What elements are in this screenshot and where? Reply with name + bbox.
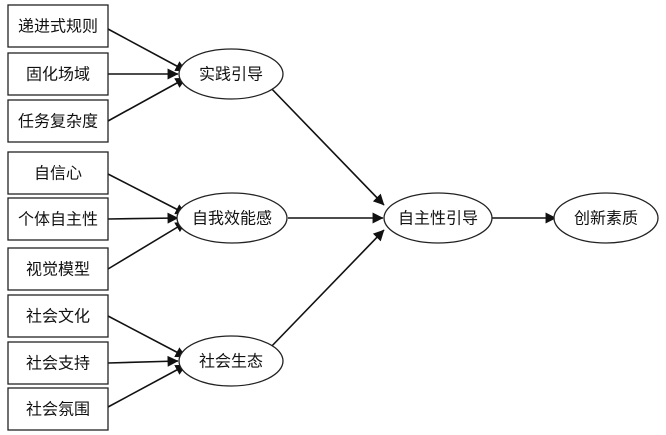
factor-label: 固化场域 <box>26 65 90 84</box>
factor-node: 固化场域 <box>7 52 109 96</box>
factor-label: 社会支持 <box>26 354 90 373</box>
factor-column: 递进式规则 固化场域 任务复杂度 自信心 个体自主性 视觉模型 社会文化 <box>7 4 109 431</box>
mediator-column: 实践引导 自我效能感 社会生态 <box>176 48 288 387</box>
edge-f5-m2 <box>107 212 179 224</box>
factor-label: 任务复杂度 <box>18 112 98 131</box>
factor-node: 视觉模型 <box>7 247 109 291</box>
mediator-node: 实践引导 <box>178 48 284 100</box>
edge-m1-c1 <box>267 84 385 206</box>
outcome-label: 创新素质 <box>574 209 638 228</box>
mediator-node: 自我效能感 <box>176 192 288 244</box>
factor-label: 自信心 <box>34 164 82 183</box>
factor-node: 任务复杂度 <box>7 99 109 143</box>
edges-layer <box>107 28 557 408</box>
edge-f1-m1 <box>107 28 187 72</box>
factor-node: 社会支持 <box>7 341 109 385</box>
core-label: 自主性引导 <box>398 209 478 228</box>
factor-node: 个体自主性 <box>7 197 109 241</box>
factor-node: 社会文化 <box>7 294 109 338</box>
factor-node: 社会氛围 <box>7 387 109 431</box>
mediator-label: 自我效能感 <box>192 209 272 228</box>
edge-f8-m3 <box>107 355 179 367</box>
factor-label: 社会氛围 <box>26 400 90 419</box>
factor-label: 社会文化 <box>26 307 90 326</box>
factor-node: 自信心 <box>7 151 109 195</box>
outcome-node: 创新素质 <box>553 192 659 244</box>
core-node: 自主性引导 <box>383 192 493 244</box>
mediator-label: 社会生态 <box>199 352 263 371</box>
factor-label: 个体自主性 <box>18 210 98 229</box>
factor-label: 视觉模型 <box>26 260 90 279</box>
edge-f4-m2 <box>107 173 187 215</box>
edge-f9-m3 <box>107 364 187 408</box>
mediator-label: 实践引导 <box>199 65 263 84</box>
edge-m3-c1 <box>267 229 385 351</box>
factor-label: 递进式规则 <box>18 17 98 36</box>
edge-f7-m3 <box>107 315 187 358</box>
edge-f3-m1 <box>107 77 187 122</box>
factor-node: 递进式规则 <box>7 4 109 48</box>
edge-f6-m2 <box>107 221 187 270</box>
mediator-node: 社会生态 <box>178 335 284 387</box>
